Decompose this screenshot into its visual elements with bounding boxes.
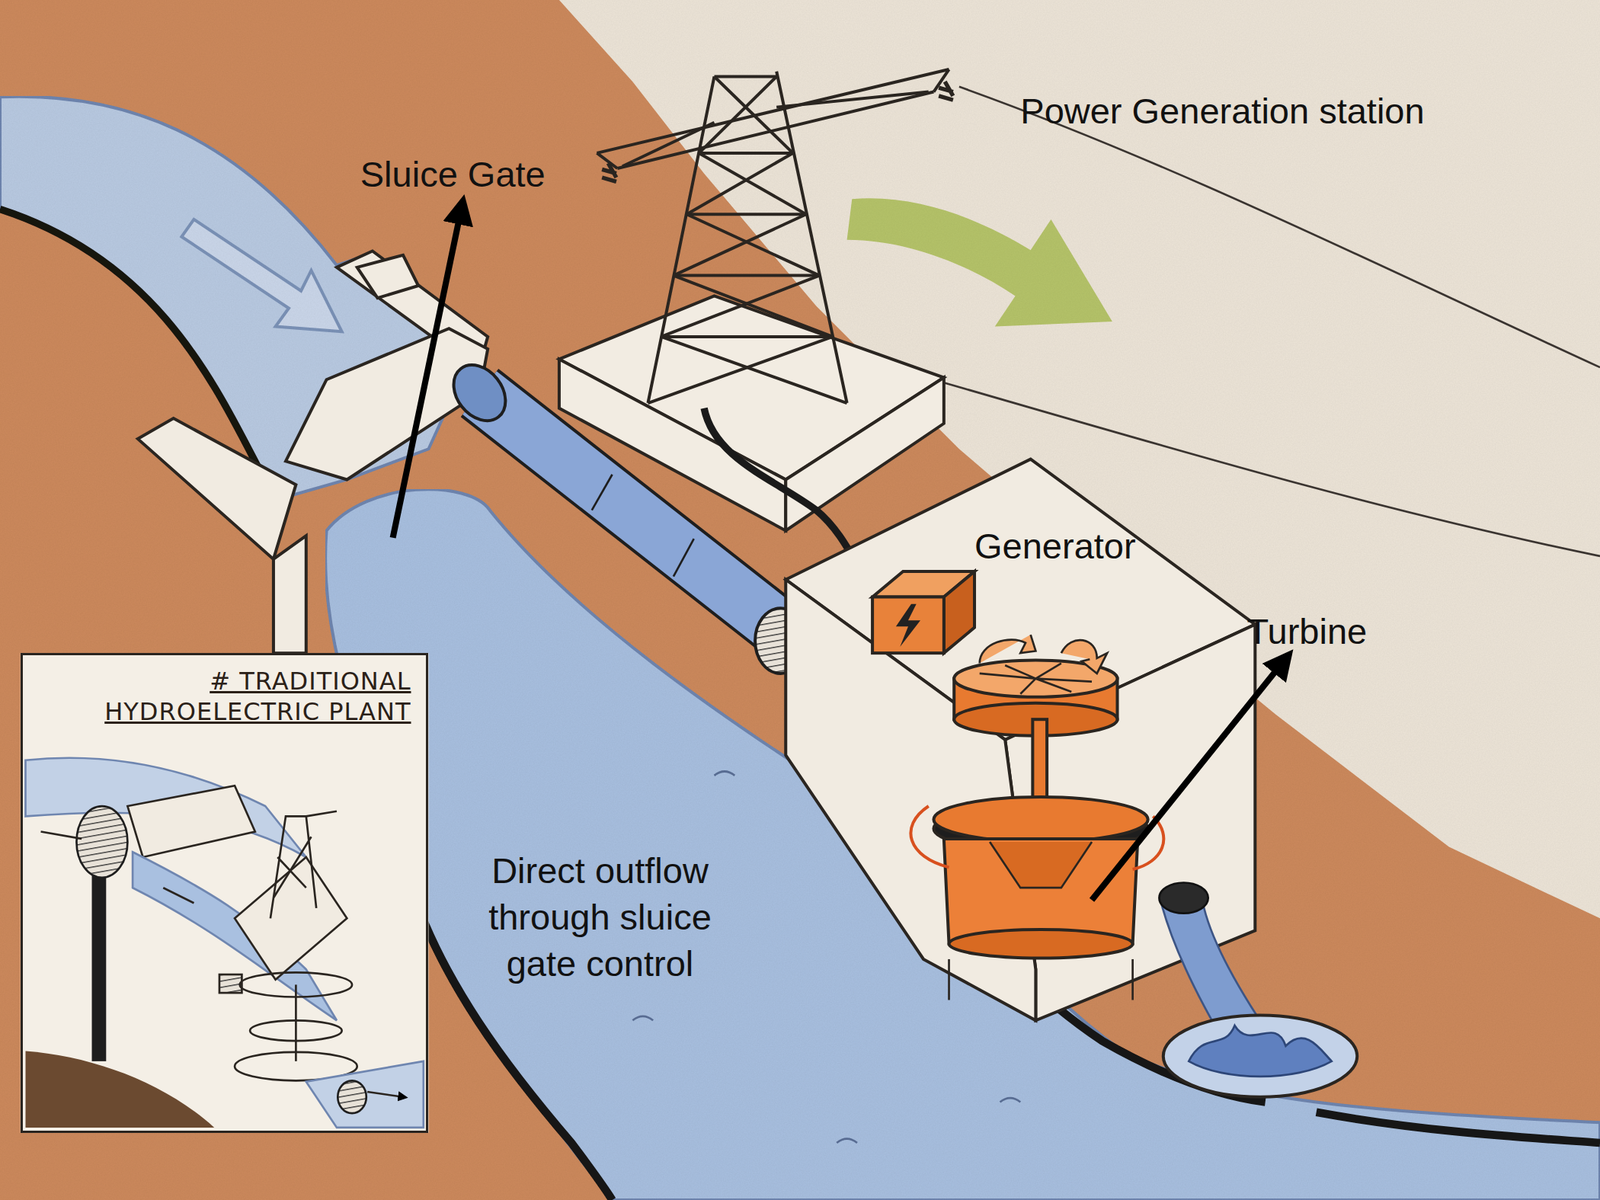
pylon-part — [647, 336, 832, 404]
inset-sketch-part — [25, 1050, 215, 1127]
turbine-symbol-part — [1061, 640, 1108, 674]
station-label: Power Generation station — [1020, 87, 1424, 135]
leader-lines-part — [1091, 661, 1284, 900]
turbine-symbol-part — [1131, 959, 1134, 1001]
penstock-pipe-part — [479, 393, 811, 654]
pylon-part — [686, 214, 820, 276]
inset-sketch-part — [294, 984, 298, 1061]
outlet-part — [1158, 882, 1208, 913]
pylon-part — [698, 151, 793, 155]
pylon-part — [617, 92, 934, 169]
generator-symbol — [872, 571, 975, 653]
inset-sketch-part — [92, 857, 107, 1062]
green-arrow — [847, 198, 1113, 327]
inset-sketch-part — [219, 974, 242, 993]
pylon-part — [661, 336, 848, 404]
penstock-pipe-part — [479, 393, 811, 654]
dam-structure-part — [137, 418, 297, 560]
inset-sketch-part — [20, 652, 429, 1133]
pylon-part — [673, 214, 807, 276]
dam-structure-part — [285, 328, 488, 480]
inset-sketch — [20, 652, 429, 1133]
outlet — [1158, 882, 1357, 1097]
pylon-part — [938, 81, 954, 100]
inset-sketch-part — [25, 758, 306, 858]
part-label: Turbine — [1247, 608, 1368, 655]
leader-lines-part — [393, 209, 462, 538]
penstock-pipe-part — [443, 355, 517, 432]
pylon-part — [673, 274, 820, 278]
turbine-symbol-part — [949, 929, 1133, 959]
turbine-symbol-part — [979, 663, 1092, 695]
generator-symbol-part — [944, 571, 975, 653]
note-label: Direct outflow through sluice gate contr… — [462, 847, 739, 987]
inset-sketch-part — [270, 816, 317, 919]
green-arrow-part — [847, 198, 1113, 327]
panel-title: # TRADITIONAL HYDROELECTRIC PLANT — [22, 655, 427, 727]
upper-river-part — [181, 219, 342, 332]
pylon-part — [686, 153, 793, 215]
turbine-symbol-part — [947, 959, 951, 1001]
generator-symbol-part — [872, 596, 944, 653]
pylon-part — [596, 153, 618, 169]
part-label: Sluice Gate — [360, 150, 546, 198]
pylon-part — [596, 69, 949, 154]
inset-sketch-part — [249, 1020, 343, 1041]
pylon-part — [698, 153, 807, 215]
part-label: Generator — [974, 522, 1136, 570]
inset-sketch-part — [306, 811, 337, 817]
pylon-part — [661, 275, 820, 337]
pylon-part — [714, 74, 778, 78]
dam-structure-part — [357, 255, 419, 298]
pylon-part — [622, 122, 715, 167]
turbine-symbol — [910, 634, 1164, 1000]
lower-river — [325, 489, 1600, 1200]
inset-panel: # TRADITIONAL HYDROELECTRIC PLANT — [20, 652, 429, 1133]
leader-lines — [393, 209, 1284, 901]
penstock-pipe-part — [673, 538, 695, 577]
turbine-symbol-part — [989, 841, 1092, 888]
inset-sketch-part — [306, 1061, 424, 1128]
inset-sketch-part — [234, 857, 347, 980]
pylon-part — [661, 335, 833, 339]
pylon-part — [698, 76, 777, 153]
outlet-part — [1188, 1025, 1332, 1077]
pylon-part — [686, 212, 807, 216]
pylon-part — [673, 275, 833, 337]
dam-structure-part — [273, 535, 307, 653]
turbine-symbol-part — [933, 796, 1148, 842]
pylon-part — [776, 92, 929, 108]
inset-sketch-part — [127, 785, 255, 858]
lower-river-part — [1316, 1112, 1600, 1143]
inset-sketch-part — [337, 1080, 367, 1114]
outlet-part — [1163, 1015, 1357, 1098]
lower-river-part — [325, 489, 1600, 1200]
pylon-part — [601, 163, 617, 182]
inset-sketch-part — [76, 806, 128, 878]
generator-symbol-part — [896, 604, 921, 647]
inset-sketch-part — [41, 832, 404, 1098]
turbine-symbol-part — [979, 634, 1037, 664]
penstock-pipe-part — [592, 474, 613, 511]
